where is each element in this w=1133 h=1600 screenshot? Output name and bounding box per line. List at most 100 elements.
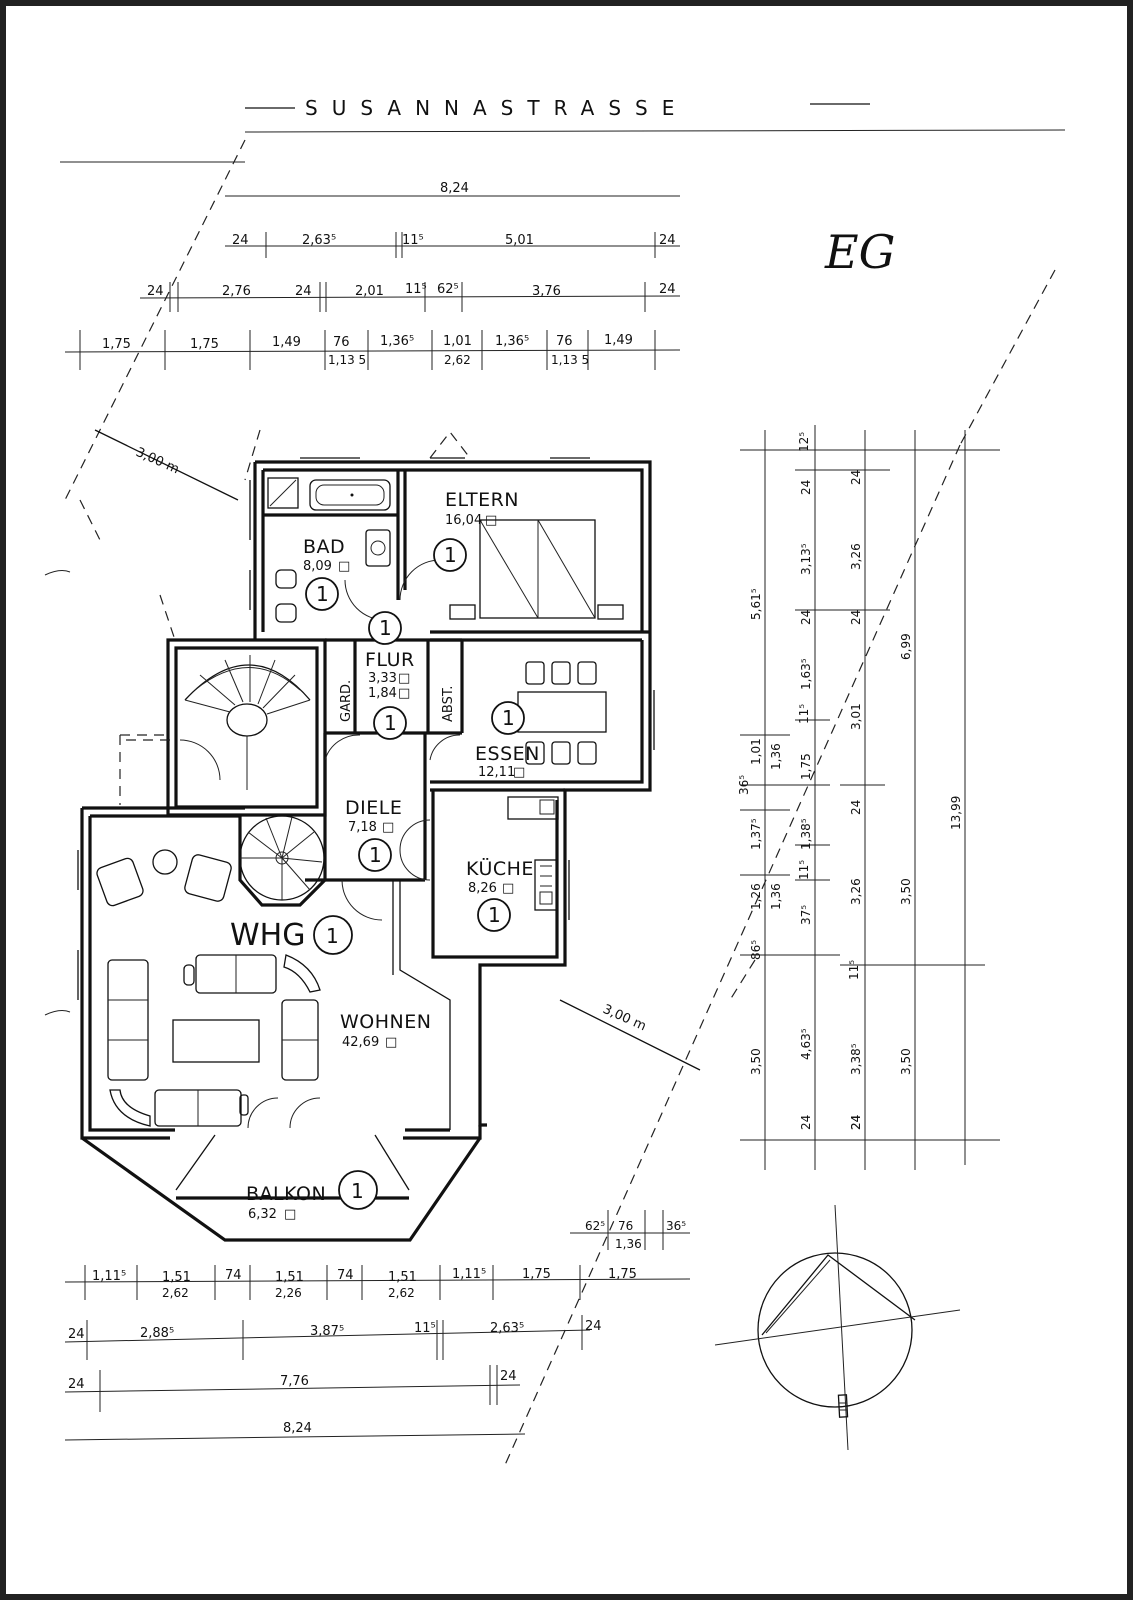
bottom-dimensions: 62⁵ 76 36⁵ 1,36 1,11⁵ 1,51 74 1,51 74 1,… <box>64 1210 691 1441</box>
room-labels: ELTERN 16,04 □ 1 BAD 8,09 □ 1 1 FLUR 3,3… <box>230 489 540 1222</box>
svg-text:3,50: 3,50 <box>899 1048 913 1075</box>
svg-text:□: □ <box>382 820 394 835</box>
floor-label: EG <box>824 225 895 279</box>
svg-text:24: 24 <box>659 282 676 297</box>
distance-marker-top: 3,00 m <box>94 429 239 501</box>
svg-text:24: 24 <box>68 1327 85 1342</box>
distance-marker-bottom: 3,00 m <box>559 999 701 1071</box>
svg-text:1: 1 <box>444 543 457 567</box>
svg-text:1: 1 <box>488 903 501 927</box>
svg-text:1,51: 1,51 <box>162 1270 191 1285</box>
svg-text:24: 24 <box>799 480 813 495</box>
svg-text:2,63⁵: 2,63⁵ <box>302 233 336 248</box>
setback-lines <box>64 139 1056 1466</box>
svg-text:1,36⁵: 1,36⁵ <box>495 334 529 349</box>
distance-label-1: 3,00 m <box>133 445 181 477</box>
svg-text:11⁵: 11⁵ <box>414 1321 436 1336</box>
svg-text:37⁵: 37⁵ <box>799 905 813 925</box>
svg-text:2,62: 2,62 <box>444 353 471 367</box>
svg-text:1: 1 <box>379 616 392 640</box>
svg-text:1,36: 1,36 <box>615 1237 642 1251</box>
north-arrow-icon <box>714 1204 961 1451</box>
svg-text:3,26: 3,26 <box>849 543 863 570</box>
svg-text:1,36⁵: 1,36⁵ <box>380 334 414 349</box>
svg-text:12⁵: 12⁵ <box>797 432 811 452</box>
svg-text:24: 24 <box>849 470 863 485</box>
svg-text:□: □ <box>398 686 410 701</box>
room-name-essen: ESSEN <box>475 743 540 765</box>
svg-text:1,26: 1,26 <box>749 883 763 910</box>
svg-text:2,88⁵: 2,88⁵ <box>140 1326 174 1341</box>
room-name-abst: ABST. <box>441 686 456 722</box>
svg-text:3,76: 3,76 <box>532 284 561 299</box>
svg-text:24: 24 <box>849 1115 863 1130</box>
svg-text:1,51: 1,51 <box>388 1270 417 1285</box>
svg-text:74: 74 <box>225 1268 242 1283</box>
svg-text:1: 1 <box>351 1179 364 1203</box>
svg-text:3,50: 3,50 <box>899 878 913 905</box>
svg-text:6,99: 6,99 <box>899 633 913 660</box>
svg-text:1,75: 1,75 <box>608 1267 637 1282</box>
svg-text:24: 24 <box>849 800 863 815</box>
svg-text:24: 24 <box>232 233 249 248</box>
svg-text:1: 1 <box>326 924 339 948</box>
svg-text:2,01: 2,01 <box>355 284 384 299</box>
room-name-flur: FLUR <box>365 649 415 671</box>
svg-text:1,01: 1,01 <box>443 334 472 349</box>
doors <box>179 559 461 1129</box>
svg-text:1: 1 <box>316 582 329 606</box>
svg-text:1,75: 1,75 <box>522 1267 551 1282</box>
svg-text:1,49: 1,49 <box>272 335 301 350</box>
svg-text:86⁵: 86⁵ <box>749 940 763 960</box>
svg-text:1: 1 <box>369 843 382 867</box>
svg-text:□: □ <box>513 765 525 780</box>
svg-text:62⁵: 62⁵ <box>585 1219 605 1233</box>
svg-text:3,50: 3,50 <box>749 1048 763 1075</box>
room-name-diele: DIELE <box>345 797 402 819</box>
room-area-wohnen: 42,69 <box>342 1035 379 1050</box>
svg-text:2,76: 2,76 <box>222 284 251 299</box>
svg-text:1,13 5: 1,13 5 <box>551 353 589 367</box>
svg-text:76: 76 <box>556 334 573 349</box>
punch-hole-mark <box>44 570 71 576</box>
right-dimensions: 5,61⁵ 1,01 36⁵ 1,37⁵ 1,26 86⁵ 3,50 12⁵ 1… <box>737 425 1000 1170</box>
svg-text:4,63⁵: 4,63⁵ <box>799 1028 813 1060</box>
room-area-balkon: 6,32 <box>248 1207 277 1222</box>
room-name-bad: BAD <box>303 536 345 558</box>
svg-text:3,26: 3,26 <box>849 878 863 905</box>
top-dimensions: 8,24 24 2,63⁵ 11⁵ 5,01 24 24 2,76 24 2,0… <box>64 181 681 370</box>
room-area-diele: 7,18 <box>348 820 377 835</box>
svg-text:62⁵: 62⁵ <box>437 282 459 297</box>
svg-text:□: □ <box>398 671 410 686</box>
room-area-flur: 3,33 <box>368 671 397 686</box>
svg-text:8,24: 8,24 <box>283 1421 312 1436</box>
svg-text:1,38⁵: 1,38⁵ <box>799 818 813 850</box>
svg-text:1,13 5: 1,13 5 <box>328 353 366 367</box>
svg-text:24: 24 <box>849 1115 863 1130</box>
svg-text:7,76: 7,76 <box>280 1374 309 1389</box>
svg-text:1: 1 <box>502 706 515 730</box>
svg-text:□: □ <box>385 1035 397 1050</box>
svg-text:5,61⁵: 5,61⁵ <box>749 588 763 620</box>
svg-text:3,87⁵: 3,87⁵ <box>310 1324 344 1339</box>
street-header: SUSANNASTRASSE <box>60 96 1066 163</box>
svg-text:1,37⁵: 1,37⁵ <box>749 818 763 850</box>
svg-text:76: 76 <box>618 1219 633 1233</box>
room-name-gard: GARD. <box>339 680 354 722</box>
svg-text:1,51: 1,51 <box>275 1270 304 1285</box>
svg-text:3,01: 3,01 <box>849 703 863 730</box>
svg-text:24: 24 <box>799 610 813 625</box>
svg-text:76: 76 <box>333 335 350 350</box>
svg-text:5,01: 5,01 <box>505 233 534 248</box>
svg-text:3,13⁵: 3,13⁵ <box>799 543 813 575</box>
svg-text:11⁵: 11⁵ <box>402 233 424 248</box>
building-walls <box>80 460 652 1242</box>
svg-text:8,24: 8,24 <box>440 181 469 196</box>
svg-text:3,38⁵: 3,38⁵ <box>849 1043 863 1075</box>
room-area-eltern: 16,04 <box>445 513 482 528</box>
svg-text:1: 1 <box>384 711 397 735</box>
svg-text:24: 24 <box>585 1319 602 1334</box>
svg-text:24: 24 <box>147 284 164 299</box>
svg-text:1,75: 1,75 <box>799 753 813 780</box>
room-area-kueche: 8,26 <box>468 881 497 896</box>
